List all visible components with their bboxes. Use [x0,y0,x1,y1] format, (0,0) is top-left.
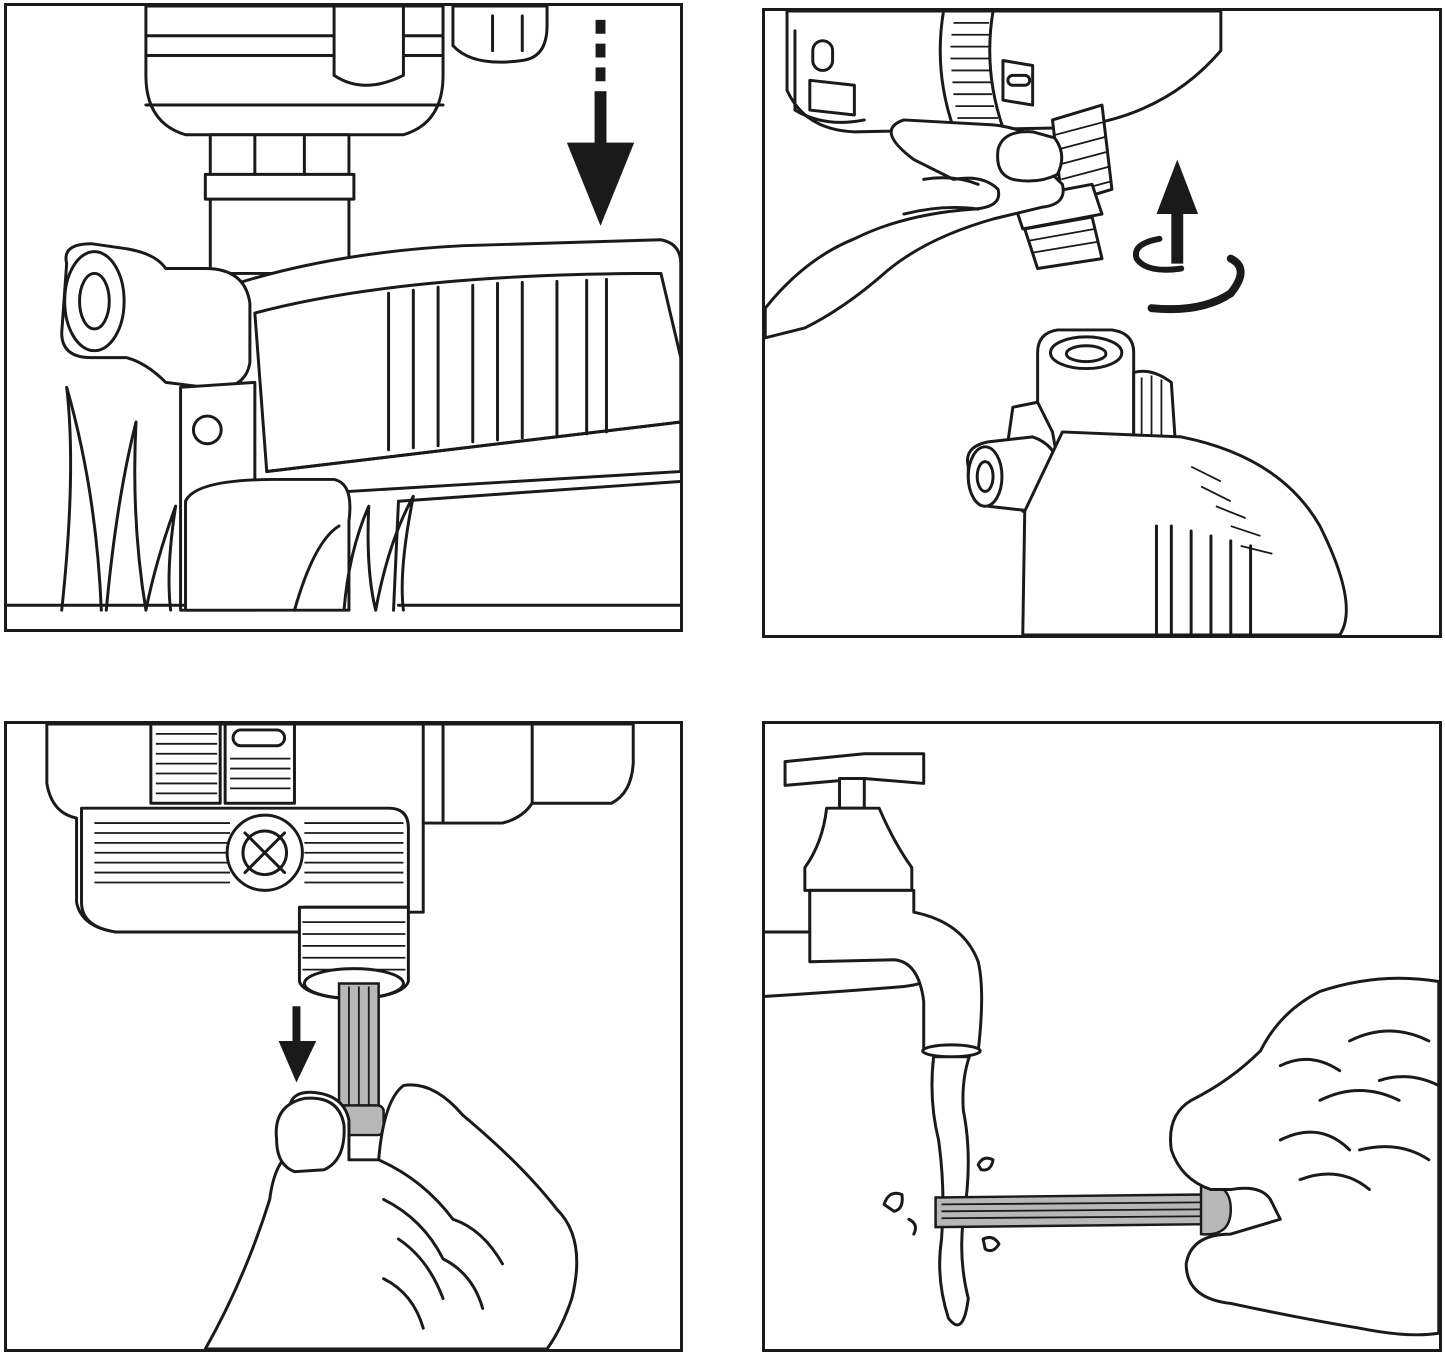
filter-cartridge [934,1183,1233,1236]
sprinkler-mount-illustration [7,6,680,612]
panel-attach-sprinkler [4,3,683,632]
rinse-filter-illustration [765,752,1439,1337]
remove-filter-illustration [45,724,635,1349]
down-arrow-icon [566,19,635,226]
panel-unscrew-connector [762,8,1442,638]
unscrew-connector-illustration [765,11,1348,635]
tap-icon [783,752,984,1059]
panel-rinse-filter [762,721,1442,1352]
rotate-arrow-icon [1132,159,1245,314]
panel-remove-filter [4,721,683,1352]
water-stream [882,1055,1001,1327]
down-arrow-icon [278,1006,317,1083]
